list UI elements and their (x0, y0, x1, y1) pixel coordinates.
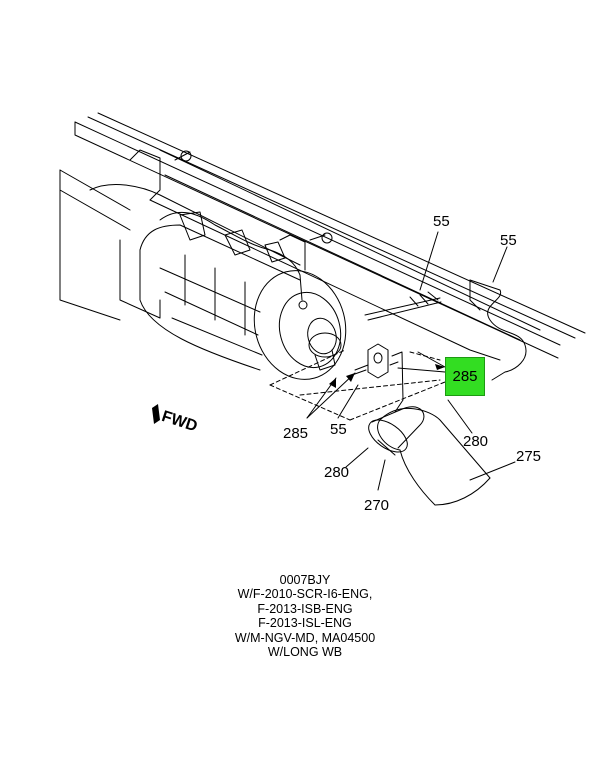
callout-55-bottom: 55 (330, 421, 347, 438)
callout-285-highlighted: 285 (445, 357, 485, 396)
callout-280-left: 280 (324, 464, 350, 481)
muffler-assembly (89, 149, 347, 380)
diagram-caption: 0007BJY W/F-2010-SCR-I6-ENG, F-2013-ISB-… (205, 573, 405, 659)
caption-line: 0007BJY (279, 573, 331, 587)
callout-270: 270 (364, 497, 390, 514)
callout-280-right: 280 (463, 433, 489, 450)
callout-285-left: 285 (283, 425, 309, 442)
tail-pipe-275 (377, 407, 491, 506)
bolt-part-55 (364, 291, 442, 321)
hanger-bracket-285 (351, 343, 389, 379)
caption-line: W/LONG WB (267, 645, 343, 660)
fwd-label: FWD (159, 408, 199, 435)
callout-leaders (306, 231, 516, 491)
callout-55-top: 55 (433, 213, 450, 230)
fwd-direction-icon: FWD (152, 404, 199, 435)
caption-line: F-2013-ISB-ENG (257, 601, 353, 616)
leader-dashed-lines (269, 349, 451, 421)
caption-line: W/F-2010-SCR-I6-ENG, (237, 587, 373, 602)
callout-275: 275 (516, 448, 542, 465)
leader-arrowheads (329, 364, 445, 388)
callout-285-highlighted-label: 285 (452, 368, 478, 385)
clamp-part-280-270 (368, 406, 425, 456)
caption-line: W/M-NGV-MD, MA04500 (234, 630, 376, 645)
caption-line: F-2013-ISL-ENG (258, 616, 352, 631)
frame-rail (59, 112, 586, 381)
callout-55-right: 55 (500, 232, 517, 249)
strap-part-280 (389, 351, 404, 413)
